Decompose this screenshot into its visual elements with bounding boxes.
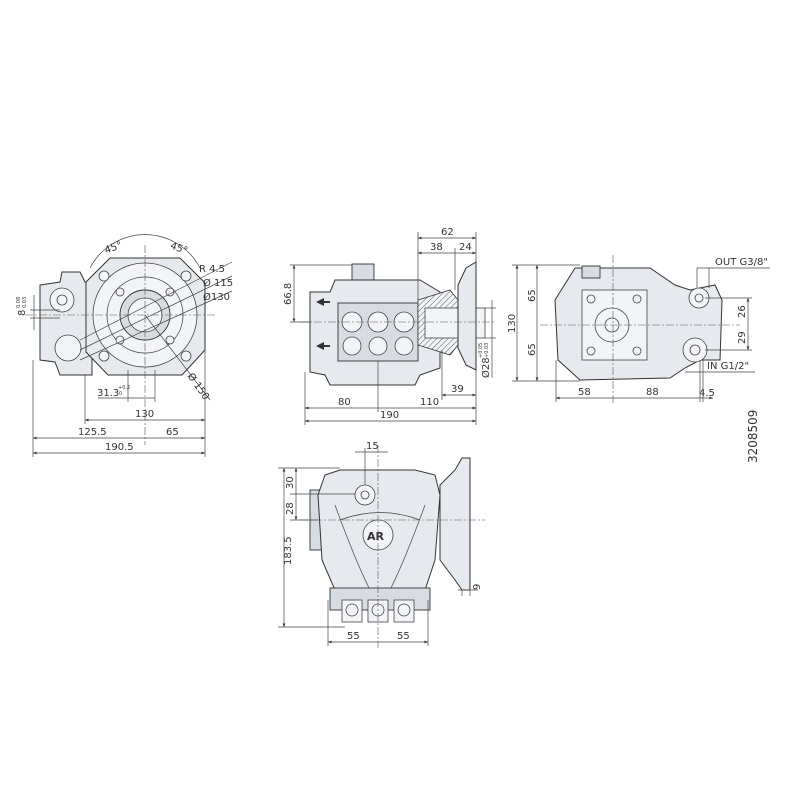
part-number: 3208509 [746, 410, 760, 463]
radius-label: R 4.5 [199, 264, 225, 275]
dim-30-label: 30 [285, 476, 296, 489]
key-width-label: 31.3 [97, 388, 119, 399]
logo-text: AR [367, 530, 385, 543]
side-flange [457, 261, 477, 371]
oil-cap [351, 263, 375, 281]
front-view: 45° 45° R 4.5 Ø 115 Ø130 Ø 150 8 0.08 0.… [16, 234, 233, 457]
shaft-tol-upper: +0.05 [478, 343, 484, 358]
dim-26-label: 26 [737, 305, 748, 318]
left-55-label: 55 [347, 631, 360, 642]
bottom-view: AR 15 183.5 30 28 9 55 55 [278, 441, 485, 648]
dim-88-label: 88 [646, 387, 659, 398]
mounting-holes [98, 270, 192, 362]
rear-view: 130 65 65 26 29 OUT G3/8" IN G1/2" 58 88… [507, 255, 770, 463]
bottom-flange [439, 457, 471, 591]
angle-right-label: 45° [169, 241, 189, 257]
inlet-label: IN G1/2" [707, 361, 749, 372]
dia-115-label: Ø 115 [203, 277, 233, 289]
lower-65-label: 65 [527, 343, 538, 356]
dim-9-label: 9 [472, 584, 483, 590]
dim-28-label: 28 [285, 502, 296, 515]
shaft-dia-label: Ø28 [480, 357, 492, 378]
dia-150-label: Ø 150 [185, 371, 212, 403]
dim-24-label: 24 [459, 242, 472, 253]
dim-62-label: 62 [441, 227, 454, 238]
dim-38-label: 38 [430, 242, 443, 253]
shaft-tol-lower: +0.03 [484, 343, 490, 358]
total-190-5-label: 190.5 [105, 442, 134, 453]
height-66-8-label: 66.8 [283, 283, 294, 305]
key-height-tol-lower: 0.03 [22, 297, 28, 308]
right-65-label: 65 [166, 427, 179, 438]
height-130-label: 130 [507, 314, 518, 333]
dim-29-label: 29 [737, 331, 748, 344]
dim-190-label: 190 [380, 410, 399, 421]
left-125-5-label: 125.5 [78, 427, 107, 438]
inlet-arrow-icon [316, 342, 330, 350]
dim-39-label: 39 [451, 384, 464, 395]
right-55-label: 55 [397, 631, 410, 642]
width-130-label: 130 [135, 409, 154, 420]
cover-bolts [586, 294, 642, 356]
key-width-tol-upper: +0.2 [118, 385, 130, 391]
dia-130-label: Ø130 [203, 291, 230, 303]
dim-15-label: 15 [366, 441, 379, 452]
height-183-5-label: 183.5 [283, 536, 294, 565]
dim-4-5-label: 4.5 [699, 388, 715, 399]
outlet-label: OUT G3/8" [715, 257, 768, 268]
key-height-tol-upper: 0.08 [16, 297, 22, 308]
inlet-port [54, 334, 82, 362]
outlet-arrow-icon [316, 298, 330, 306]
side-view: 66.8 62 38 24 Ø28 +0.05 +0.03 39 80 110 … [283, 227, 496, 425]
dim-58-label: 58 [578, 387, 591, 398]
angle-arc [89, 234, 201, 269]
key-width-tol-lower: 0 [119, 391, 122, 397]
dim-80-label: 80 [338, 397, 351, 408]
key-height-label: 8 [17, 310, 28, 316]
dim-110-label: 110 [420, 397, 439, 408]
oil-cap [581, 265, 601, 279]
upper-65-label: 65 [527, 289, 538, 302]
angle-left-label: 45° [103, 240, 123, 256]
